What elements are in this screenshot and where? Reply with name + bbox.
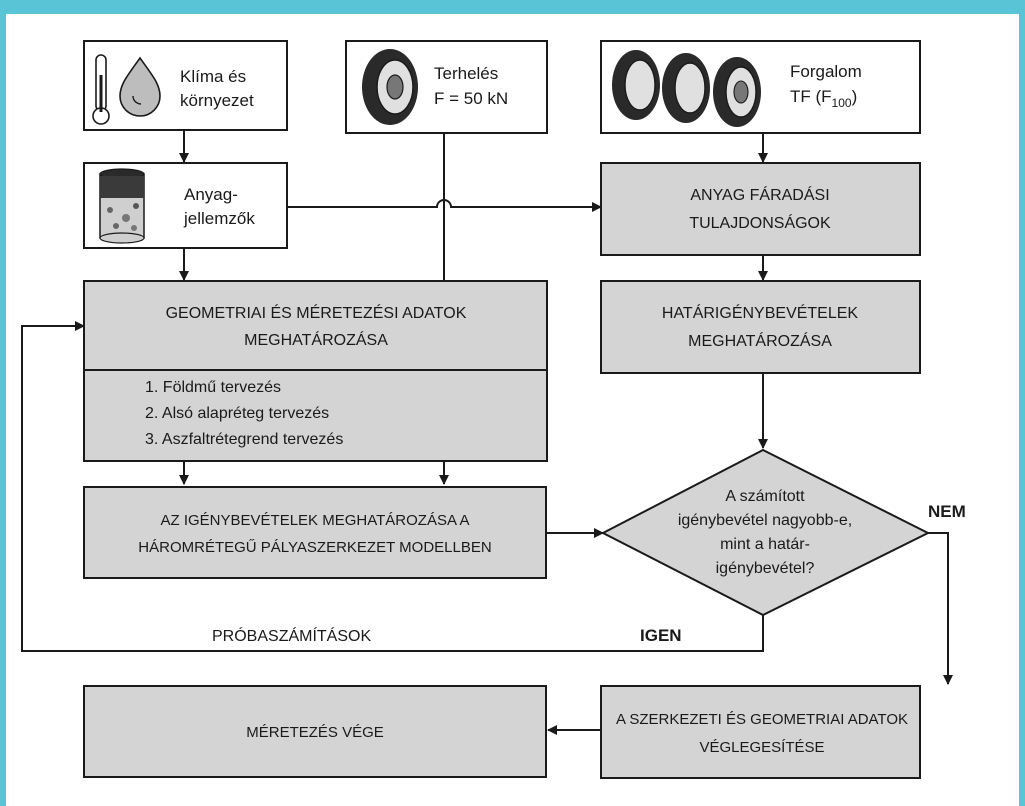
vege-label: MÉRETEZÉS VÉGE bbox=[246, 724, 384, 741]
decision-line4: igénybevétel? bbox=[716, 560, 815, 577]
faradas-label-line1: ANYAG FÁRADÁSI bbox=[690, 185, 829, 204]
klima-label-line2: környezet bbox=[180, 91, 254, 110]
faradas-box bbox=[600, 162, 921, 256]
thermometer-icon bbox=[92, 54, 110, 125]
forgalom-tf-suffix: ) bbox=[852, 87, 858, 106]
tire-icon bbox=[362, 49, 418, 125]
geometria-label-line2: MEGHATÁROZÁSA bbox=[244, 330, 388, 349]
forgalom-label-line1: Forgalom bbox=[790, 62, 862, 81]
forgalom-label-line2: TF (F100) bbox=[790, 87, 857, 110]
decision-line3: mint a határ- bbox=[720, 536, 810, 553]
forgalom-tf-sub: 100 bbox=[832, 96, 852, 110]
step-2: 2. Alsó alapréteg tervezés bbox=[145, 405, 329, 422]
hatar-box bbox=[600, 280, 921, 374]
vegleg-label-line1: A SZERKEZETI ÉS GEOMETRIAI ADATOK bbox=[616, 711, 908, 728]
step-1: 1. Földmű tervezés bbox=[145, 379, 281, 396]
tires-group-icon bbox=[612, 50, 761, 127]
igeny-box bbox=[83, 486, 547, 579]
anyag-label-line2: jellemzők bbox=[183, 209, 255, 228]
hatar-label-line2: MEGHATÁROZÁSA bbox=[688, 331, 832, 350]
terheles-label-line1: Terhelés bbox=[434, 64, 498, 83]
igen-label: IGEN bbox=[640, 626, 682, 645]
material-sample-icon bbox=[99, 168, 145, 244]
connectors bbox=[21, 130, 953, 735]
igeny-label-line2: HÁROMRÉTEGŰ PÁLYASZERKEZET MODELLBEN bbox=[138, 539, 491, 556]
faradas-label-line2: TULAJDONSÁGOK bbox=[689, 213, 831, 232]
anyag-label-line1: Anyag- bbox=[184, 185, 238, 204]
hatar-label-line1: HATÁRIGÉNYBEVÉTELEK bbox=[662, 303, 859, 322]
frame-top bbox=[0, 0, 1025, 14]
proba-label: PRÓBASZÁMÍTÁSOK bbox=[212, 626, 371, 645]
klima-box bbox=[83, 40, 288, 131]
igeny-label-line1: AZ IGÉNYBEVÉTELEK MEGHATÁROZÁSA A bbox=[161, 512, 470, 529]
klima-label-line1: Klíma és bbox=[180, 67, 246, 86]
terheles-label-line2: F = 50 kN bbox=[434, 89, 508, 108]
decision-line1: A számított bbox=[725, 488, 805, 505]
forgalom-tf-prefix: TF (F bbox=[790, 87, 832, 106]
frame-right bbox=[1019, 0, 1025, 806]
vege-box bbox=[83, 685, 547, 778]
decision-line2: igénybevétel nagyobb-e, bbox=[678, 512, 852, 529]
nem-label: NEM bbox=[928, 502, 966, 521]
vegleg-box bbox=[600, 685, 921, 779]
step-3: 3. Aszfaltrétegrend tervezés bbox=[145, 431, 343, 448]
geometria-label-line1: GEOMETRIAI ÉS MÉRETEZÉSI ADATOK bbox=[166, 303, 467, 322]
decision-diamond bbox=[600, 448, 931, 617]
water-drop-icon bbox=[119, 56, 161, 117]
frame-left bbox=[0, 0, 6, 806]
vegleg-label-line2: VÉGLEGESÍTÉSE bbox=[699, 739, 824, 756]
